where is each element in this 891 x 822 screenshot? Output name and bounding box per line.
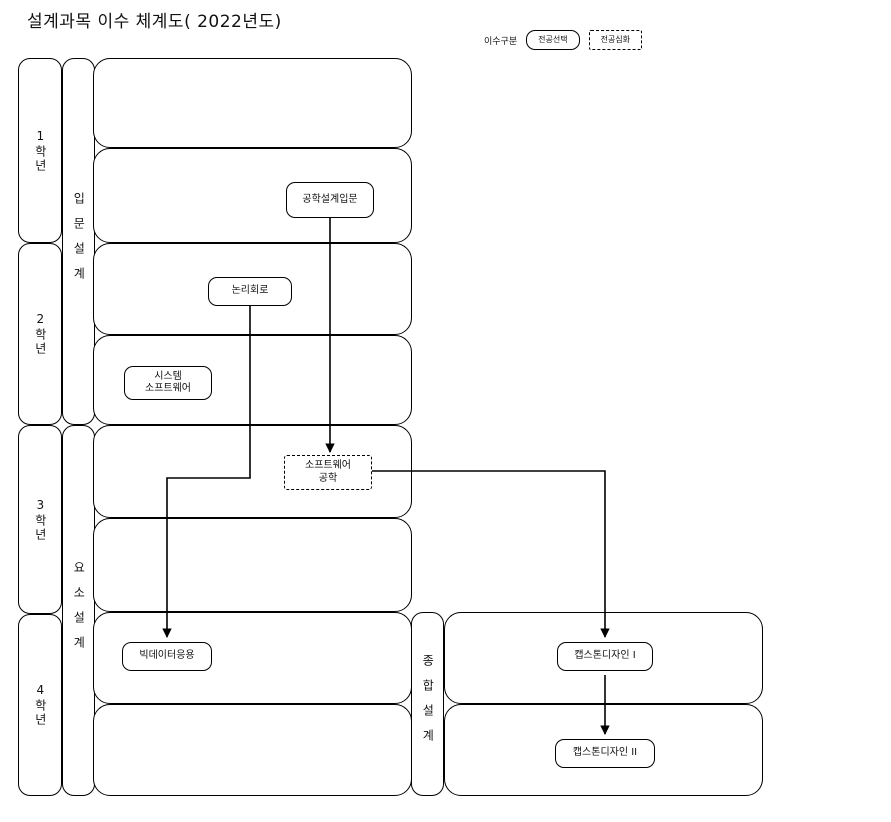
year-label-2: 2학년 <box>33 312 48 356</box>
stage-cell-intro-design: 입문설계 <box>62 58 95 425</box>
course-node-capstone-design-2[interactable]: 캡스톤디자인 II <box>555 739 655 768</box>
stage-label-intro-design: 입문설계 <box>71 191 86 292</box>
semester-band-1 <box>93 58 412 148</box>
semester-band-6 <box>93 518 412 612</box>
legend-label: 이수구분 <box>484 36 518 47</box>
course-node-eng-design-intro[interactable]: 공학설계입문 <box>286 182 374 218</box>
course-node-software-engineering[interactable]: 소프트웨어 공학 <box>284 455 372 490</box>
course-node-capstone-design-1[interactable]: 캡스톤디자인 I <box>557 642 653 671</box>
legend-chip-major-advanced: 전공심화 <box>588 30 643 50</box>
stage-label-comprehensive-design: 종합설계 <box>420 654 435 754</box>
year-label-1: 1학년 <box>33 128 48 173</box>
course-node-system-software[interactable]: 시스템 소프트웨어 <box>124 366 212 400</box>
stage-label-element-design: 요소설계 <box>71 560 86 661</box>
year-cell-3: 3학년 <box>18 425 62 614</box>
year-cell-2: 2학년 <box>18 243 62 425</box>
semester-band-8 <box>93 704 412 796</box>
page-title: 설계과목 이수 체계도( 2022년도) <box>27 12 282 32</box>
year-label-3: 3학년 <box>33 497 48 542</box>
legend-chip-major-elective: 전공선택 <box>526 30 580 50</box>
course-node-logic-circuit[interactable]: 논리회로 <box>208 277 292 306</box>
course-node-bigdata-application[interactable]: 빅데이터응용 <box>122 642 212 671</box>
year-cell-4: 4학년 <box>18 614 62 796</box>
stage-cell-element-design: 요소설계 <box>62 425 95 796</box>
stage-cell-comprehensive-design: 종합설계 <box>411 612 444 796</box>
legend: 이수구분 전공선택 전공심화 <box>484 30 643 50</box>
year-label-4: 4학년 <box>33 683 48 727</box>
year-cell-1: 1학년 <box>18 58 62 243</box>
